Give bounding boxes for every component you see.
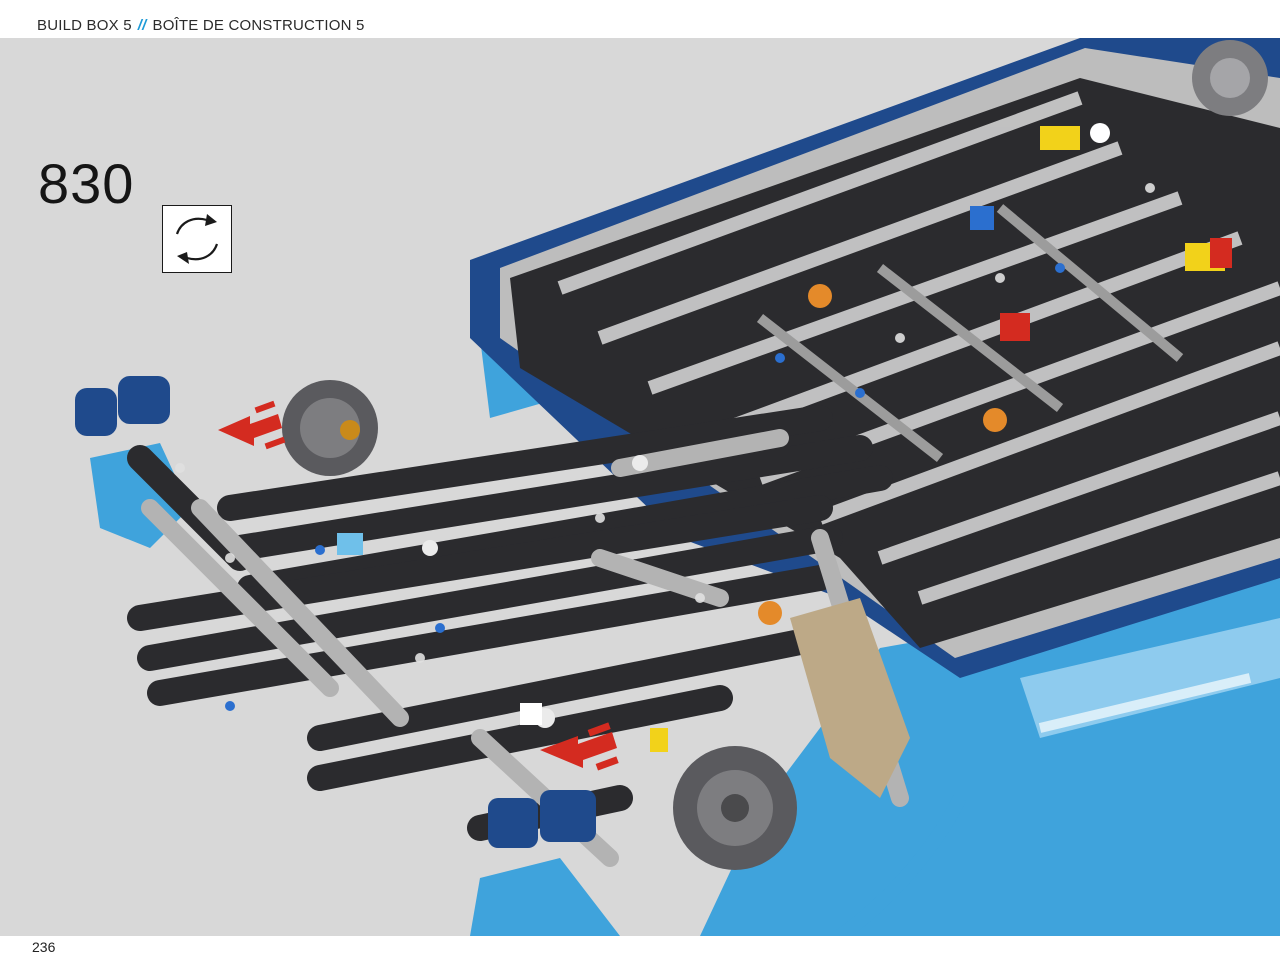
arrow-left-top [218, 400, 286, 450]
section-title-en: BUILD BOX 5 [37, 17, 132, 34]
section-title-fr: BOÎTE DE CONSTRUCTION 5 [152, 17, 365, 34]
wheel-hub-top [1192, 40, 1268, 116]
page-header: BUILD BOX 5 // BOÎTE DE CONSTRUCTION 5 [0, 0, 1280, 38]
arrow-left-bottom [540, 722, 619, 771]
step-number: 830 [38, 152, 135, 215]
instruction-canvas: 830 [0, 38, 1280, 936]
title-separator: // [137, 17, 147, 34]
section-title: BUILD BOX 5 // BOÎTE DE CONSTRUCTION 5 [37, 17, 365, 34]
rotate-model-icon [162, 205, 232, 273]
page-number: 236 [32, 939, 56, 955]
wheel-hub-left [282, 380, 378, 476]
model-illustration [75, 38, 1280, 936]
wheel-hub-center [673, 746, 797, 870]
